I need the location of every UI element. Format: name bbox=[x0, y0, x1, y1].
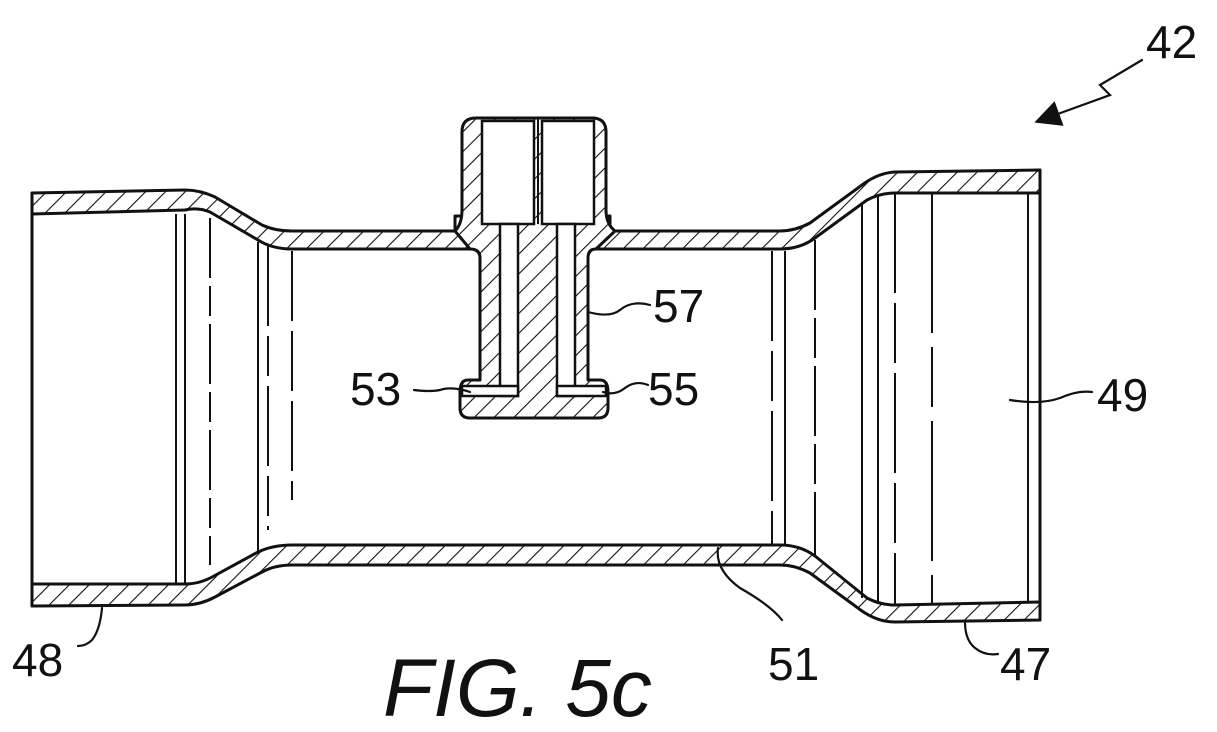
label-49: 49 bbox=[1097, 369, 1148, 421]
lower-wall bbox=[32, 545, 1040, 622]
label-53: 53 bbox=[350, 363, 401, 415]
leader-47 bbox=[965, 622, 998, 654]
assembly-arrow bbox=[1055, 60, 1142, 115]
label-51: 51 bbox=[768, 638, 819, 690]
left-bore-upper bbox=[482, 121, 534, 224]
right-port-exit bbox=[557, 386, 606, 396]
left-bore-lower bbox=[500, 224, 518, 396]
label-57: 57 bbox=[653, 280, 704, 332]
label-47: 47 bbox=[1000, 638, 1051, 690]
label-42: 42 bbox=[1146, 16, 1197, 68]
label-48: 48 bbox=[12, 634, 63, 686]
leader-48 bbox=[78, 608, 102, 646]
leader-57 bbox=[588, 303, 650, 314]
leader-55 bbox=[603, 383, 648, 393]
right-bore-lower bbox=[557, 224, 575, 396]
leader-49 bbox=[1010, 392, 1092, 402]
label-55: 55 bbox=[648, 363, 699, 415]
figure-caption: FIG. 5c bbox=[383, 643, 652, 732]
right-bore-upper bbox=[542, 121, 594, 224]
